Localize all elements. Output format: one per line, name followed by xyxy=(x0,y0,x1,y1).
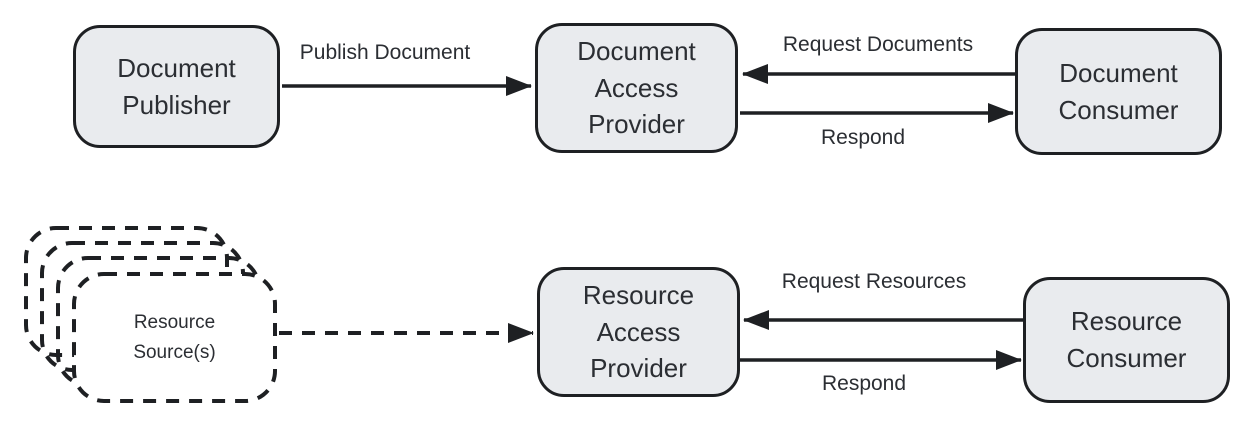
edge-label-request-documents: Request Documents xyxy=(782,33,974,56)
node-resource-consumer: Resource Consumer xyxy=(1023,277,1230,403)
resource-sources-stack xyxy=(24,226,277,403)
node-document-consumer: Document Consumer xyxy=(1015,28,1222,155)
edge-label-respond-resources: Respond xyxy=(821,372,907,395)
edge-label-publish-document: Publish Document xyxy=(299,41,471,64)
node-document-access-provider: Document Access Provider xyxy=(535,23,738,153)
node-document-publisher: Document Publisher xyxy=(73,25,280,148)
node-resource-access-provider: Resource Access Provider xyxy=(537,267,740,397)
edge-label-request-resources: Request Resources xyxy=(781,270,967,293)
node-resource-sources-label: Resource Source(s) xyxy=(133,312,216,363)
edge-label-respond-documents: Respond xyxy=(820,126,906,149)
stack-outline-front xyxy=(72,272,277,403)
